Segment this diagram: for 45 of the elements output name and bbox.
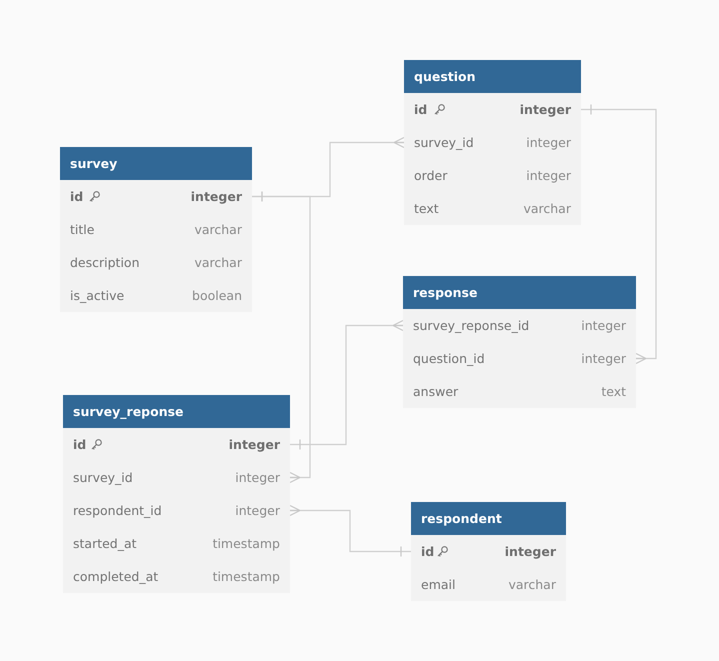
column-name: question_id — [413, 350, 485, 368]
column-type: integer — [190, 188, 242, 206]
column-name: completed_at — [73, 568, 158, 586]
column-type: varchar — [194, 254, 242, 272]
column-name: respondent_id — [73, 502, 162, 520]
column-type: integer — [526, 167, 571, 185]
column-name: survey_id — [414, 134, 474, 152]
column-type: varchar — [508, 576, 556, 594]
column-name: id — [414, 101, 428, 119]
column-name: id — [73, 436, 86, 454]
column-type: varchar — [523, 200, 571, 218]
table-name: response — [403, 276, 636, 309]
column-type: timestamp — [212, 568, 280, 586]
table-name: respondent — [411, 502, 566, 535]
column-name: email — [421, 576, 456, 594]
column-name: title — [70, 221, 94, 239]
column-type: integer — [581, 350, 626, 368]
table-name: question — [404, 60, 581, 93]
column-name: order — [414, 167, 448, 185]
column-name: id — [421, 543, 434, 561]
column-type: text — [601, 383, 626, 401]
column-name: started_at — [73, 535, 137, 553]
column-name: description — [70, 254, 140, 272]
column-type: integer — [228, 436, 280, 454]
column-name: survey_reponse_id — [413, 317, 530, 335]
column-type: integer — [235, 502, 280, 520]
column-type: timestamp — [212, 535, 280, 553]
column-name: text — [414, 200, 439, 218]
relationship-line — [289, 504, 411, 558]
column-name: is_active — [70, 287, 124, 305]
column-type: integer — [581, 317, 626, 335]
column-type: boolean — [192, 287, 242, 305]
relationship-line — [290, 320, 404, 450]
column-name: answer — [413, 383, 458, 401]
relationship-line — [581, 104, 657, 364]
table-name: survey_reponse — [63, 395, 290, 428]
column-type: integer — [520, 101, 571, 119]
column-type: varchar — [194, 221, 242, 239]
column-type: integer — [504, 543, 556, 561]
column-name: survey_id — [73, 469, 133, 487]
column-name: id — [70, 188, 84, 206]
column-type: integer — [235, 469, 280, 487]
column-type: integer — [526, 134, 571, 152]
table-name: survey — [60, 147, 252, 180]
relationship-line — [252, 190, 311, 484]
